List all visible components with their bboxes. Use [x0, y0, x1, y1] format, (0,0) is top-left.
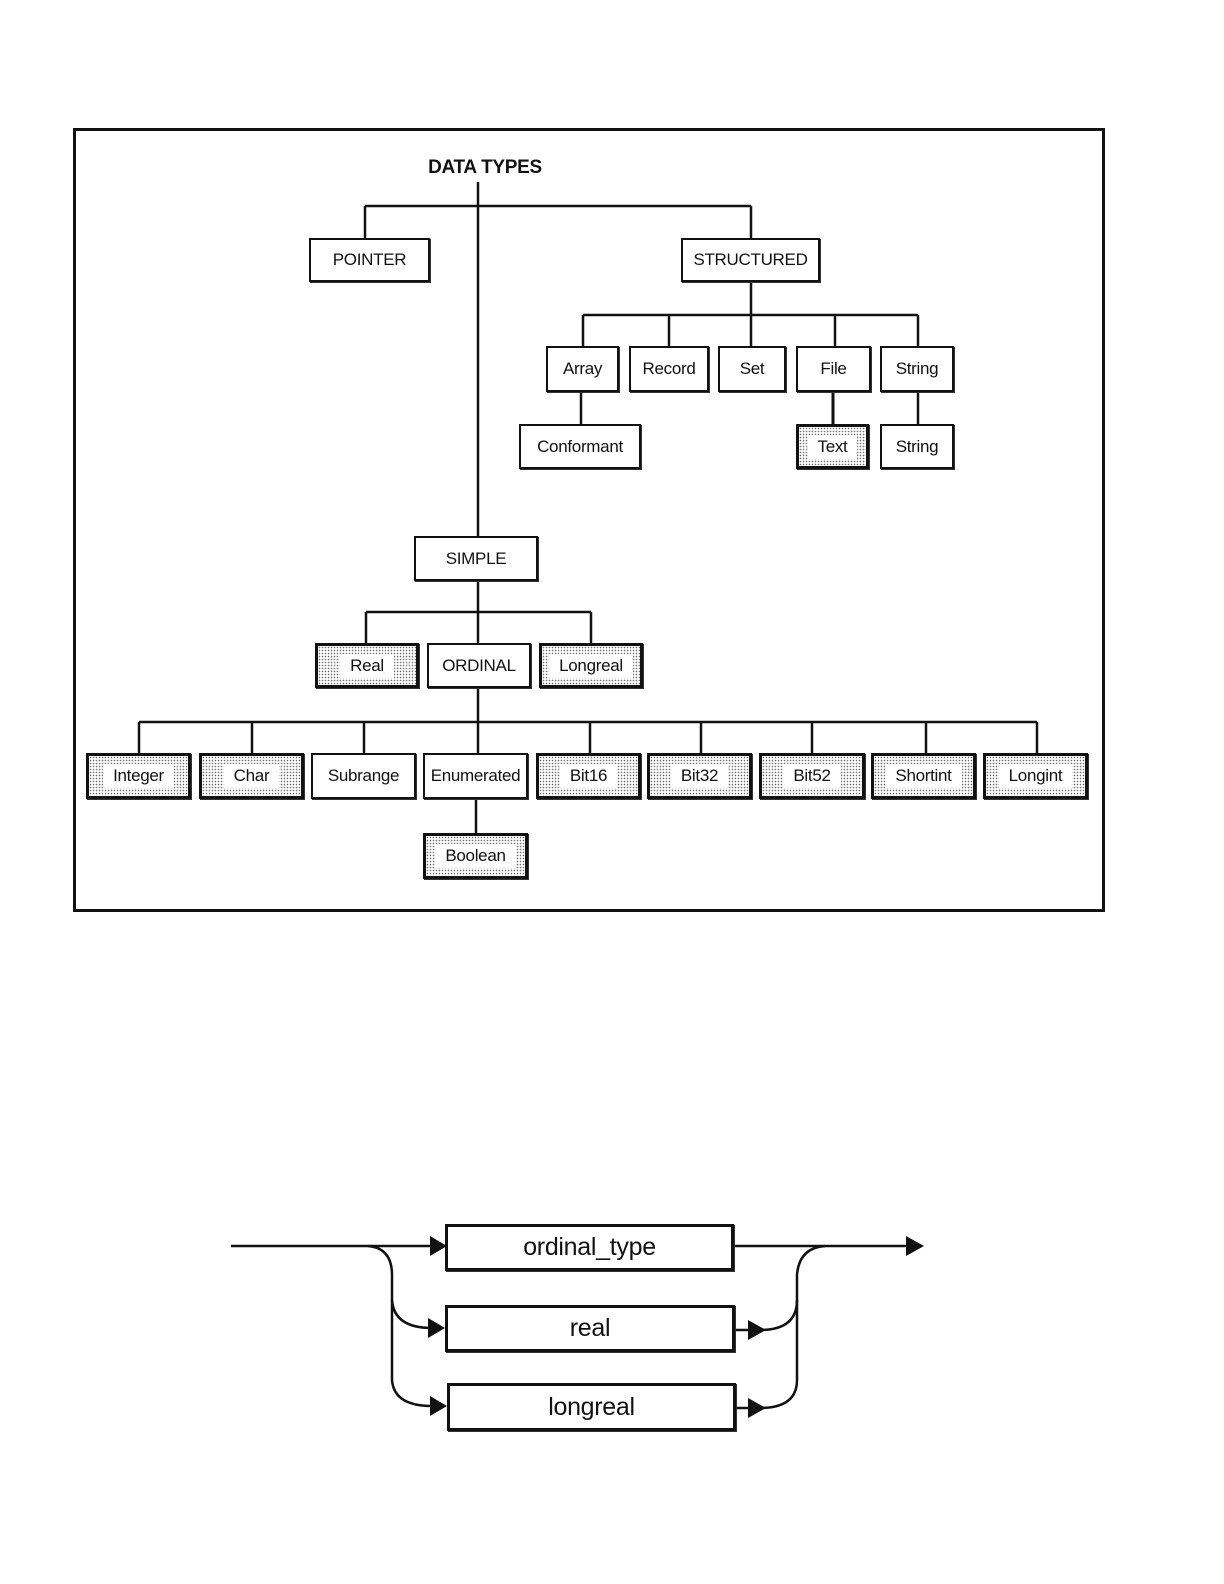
node-string: String — [880, 346, 954, 392]
node-char: Char — [199, 753, 304, 799]
node-label: Integer — [103, 764, 174, 788]
node-label: Real — [340, 653, 394, 678]
root-title: DATA TYPES — [428, 157, 542, 178]
syntax-branch-longreal — [390, 1300, 433, 1408]
node-real: Real — [315, 643, 419, 688]
node-label: Enumerated — [430, 766, 521, 785]
node-label: Text — [807, 434, 858, 459]
node-label: Longreal — [549, 653, 633, 678]
node-label: Boolean — [435, 844, 516, 868]
node-label: Char — [223, 764, 280, 788]
node-label: Bit16 — [559, 764, 618, 788]
node-label: Subrange — [327, 766, 400, 785]
node-label: ORDINAL — [442, 655, 516, 675]
node-label: Shortint — [885, 764, 962, 788]
data-types-figure-frame — [73, 128, 1105, 912]
node-label: POINTER — [332, 250, 407, 269]
node-structured: STRUCTURED — [681, 238, 820, 282]
node-file: File — [796, 346, 871, 392]
node-integer: Integer — [86, 753, 191, 799]
node-longreal: Longreal — [539, 643, 643, 688]
node-shortint: Shortint — [871, 753, 976, 799]
node-label: STRUCTURED — [693, 250, 808, 269]
node-label: Array — [562, 359, 603, 378]
node-conformant: Conformant — [519, 424, 641, 469]
node-bit52: Bit52 — [759, 753, 865, 799]
syntax-merge-longreal — [748, 1300, 799, 1410]
node-text: Text — [796, 424, 869, 469]
node-label: Bit52 — [783, 764, 841, 788]
node-label: Record — [642, 359, 696, 378]
node-label: Bit32 — [670, 764, 729, 788]
node-subrange: Subrange — [311, 753, 416, 799]
node-enumerated: Enumerated — [423, 753, 528, 799]
arrow-out-real — [748, 1320, 766, 1340]
syntax-box-real: real — [445, 1305, 735, 1352]
node-label: File — [820, 359, 847, 378]
syntax-branch-real — [367, 1244, 433, 1330]
node-ordinal: ORDINAL — [427, 643, 531, 688]
node-label: SIMPLE — [445, 548, 507, 568]
arrow-into-ordinal-type — [430, 1236, 447, 1256]
arrow-out-longreal — [748, 1398, 766, 1418]
node-set: Set — [718, 346, 786, 392]
syntax-box-longreal: longreal — [447, 1383, 736, 1431]
arrow-into-real — [428, 1318, 445, 1338]
node-array: Array — [546, 346, 619, 392]
node-label: String — [895, 359, 939, 378]
syntax-diagram-lines — [231, 1244, 908, 1410]
syntax-merge-real — [748, 1244, 826, 1332]
node-pointer: POINTER — [309, 238, 430, 282]
node-simple: SIMPLE — [414, 536, 538, 581]
node-longint: Longint — [983, 753, 1088, 799]
node-bit16: Bit16 — [536, 753, 641, 799]
node-label: Longint — [998, 764, 1073, 788]
node-record: Record — [629, 346, 709, 392]
node-boolean: Boolean — [423, 833, 528, 879]
syntax-box-ordinal-type: ordinal_type — [445, 1224, 734, 1271]
node-label: Set — [739, 359, 765, 378]
arrow-into-longreal — [430, 1396, 447, 1416]
node-string-sub: String — [880, 424, 954, 469]
syntax-arrowheads — [428, 1236, 924, 1418]
arrow-exit — [906, 1236, 924, 1256]
node-label: String — [895, 436, 939, 456]
node-label: Conformant — [537, 436, 623, 456]
node-bit32: Bit32 — [647, 753, 752, 799]
